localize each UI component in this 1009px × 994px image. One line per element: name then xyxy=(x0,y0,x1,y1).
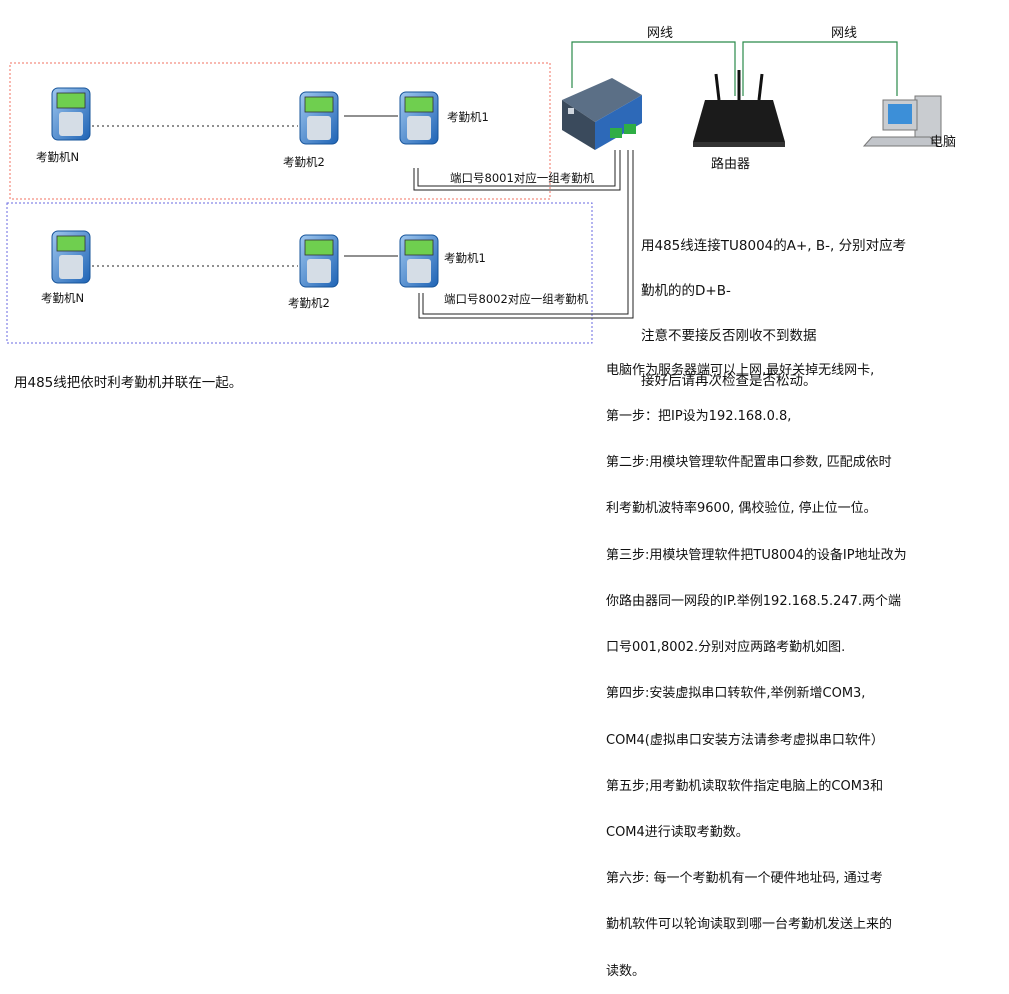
terminal-device-icon xyxy=(399,234,439,288)
wiring-diagram xyxy=(6,41,942,344)
terminal-device-icon xyxy=(51,230,91,284)
terminal-device-icon xyxy=(299,91,339,145)
group2-terminal-2-label: 考勤机2 xyxy=(288,296,330,310)
network-wire-left xyxy=(571,41,736,96)
group2-terminal-1-label: 考勤机1 xyxy=(444,251,486,265)
wiring-note: 用485线连接TU8004的A+, B-, 分别对应考 勤机的的D+B- 注意不… xyxy=(641,209,906,404)
wiring-note-line: 注意不要接反否刚收不到数据 xyxy=(641,328,817,344)
parallel-note: 用485线把依时利考勤机并联在一起。 xyxy=(14,375,243,391)
wiring-note-line: 勤机的的D+B- xyxy=(641,283,731,299)
bus2-return-inner xyxy=(422,150,629,315)
group1-terminal-1-label: 考勤机1 xyxy=(447,110,489,124)
bus1-return-inner xyxy=(417,150,616,187)
wire-label-right: 网线 xyxy=(831,26,858,41)
terminal-device-icon xyxy=(399,91,439,145)
wire-label-left: 网线 xyxy=(647,26,674,41)
bus2-return-outer xyxy=(418,150,634,319)
group2-terminal-n-label: 考勤机N xyxy=(41,291,85,305)
setup-step-line: 读数。 xyxy=(606,963,646,979)
setup-step-line: COM4进行读取考勤数。 xyxy=(606,825,749,840)
setup-step-line: 第六步: 每一个考勤机有一个硬件地址码, 通过考 xyxy=(606,871,883,887)
network-wire-right xyxy=(742,41,898,96)
terminal-device-icon xyxy=(51,87,91,141)
wiring-note-line: 接好后请再次检查是否松动。 xyxy=(641,373,817,389)
terminal-device-icon xyxy=(299,234,339,288)
computer-icon xyxy=(862,95,942,147)
bus1-return-outer xyxy=(413,150,621,191)
group2-port-label: 端口号8002对应一组考勤机 xyxy=(444,292,589,306)
setup-step-line: 第三步:用模块管理软件把TU8004的设备IP地址改为 xyxy=(606,547,907,563)
setup-step-line: 第五步;用考勤机读取软件指定电脑上的COM3和 xyxy=(606,778,884,794)
setup-step-line: 电脑作为服务器端可以上网,最好关掉无线网卡, xyxy=(606,362,875,378)
group1-terminal-n-label: 考勤机N xyxy=(36,150,80,164)
group1-box xyxy=(9,62,551,200)
setup-step-line: COM4(虚拟串口安装方法请参考虚拟串口软件） xyxy=(606,732,884,748)
group2-box xyxy=(6,202,593,344)
setup-step-line: 你路由器同一网段的IP.举例192.168.5.247.两个端 xyxy=(606,593,902,609)
serial-server-icon xyxy=(562,78,642,150)
router-label: 路由器 xyxy=(711,157,751,172)
setup-step-line: 第二步:用模块管理软件配置串口参数, 匹配成依时 xyxy=(606,455,892,471)
group1-terminal-2-label: 考勤机2 xyxy=(283,155,325,169)
router-icon xyxy=(693,70,785,147)
setup-step-line: 利考勤机波特率9600, 偶校验位, 停止位一位。 xyxy=(606,501,877,517)
wiring-note-line: 用485线连接TU8004的A+, B-, 分别对应考 xyxy=(641,238,907,254)
group1-port-label: 端口号8001对应一组考勤机 xyxy=(450,171,595,185)
setup-step-line: 口号001,8002.分别对应两路考勤机如图. xyxy=(606,640,846,656)
setup-step-line: 第四步:安装虚拟串口转软件,举例新增COM3, xyxy=(606,686,866,702)
setup-step-line: 第一步：把IP设为192.168.0.8, xyxy=(606,409,792,425)
pc-label: 电脑 xyxy=(930,135,957,150)
setup-steps: 电脑作为服务器端可以上网,最好关掉无线网卡, 第一步：把IP设为192.168.… xyxy=(606,332,907,994)
setup-step-line: 勤机软件可以轮询读取到哪一台考勤机发送上来的 xyxy=(606,917,893,933)
